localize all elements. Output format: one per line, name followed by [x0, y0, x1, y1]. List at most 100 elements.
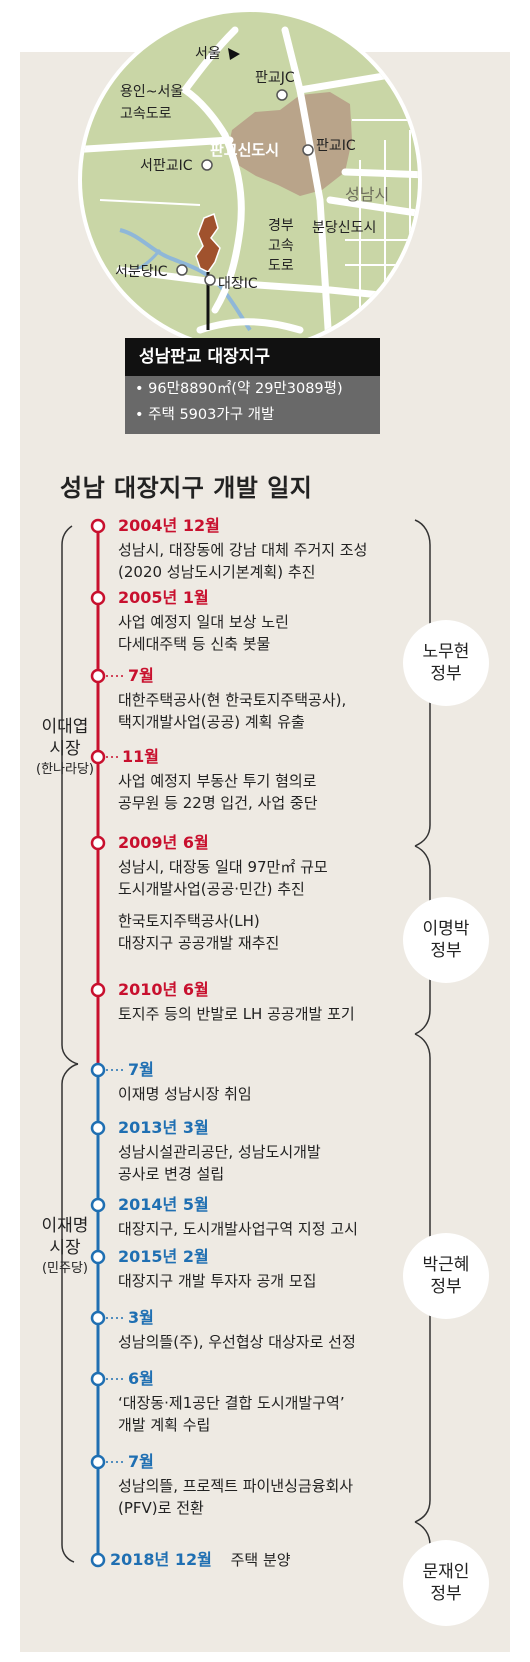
marker-2015-03 [90, 1310, 106, 1326]
event-2010-06: 2010년 6월 토지주 등의 반발로 LH 공공개발 포기 [118, 980, 355, 1024]
marker-2005-01 [90, 590, 106, 606]
district-info-box: 성남판교 대장지구 • 96만8890㎡(약 29만3089평) • 주택 59… [125, 338, 380, 434]
date-leaders [106, 675, 124, 1463]
gov-1-line2: 정부 [430, 664, 462, 684]
marker-2004-12 [90, 518, 106, 534]
mayor-lee-jaemyung: 이재명 시장 (민주당) [20, 1215, 110, 1279]
event-2004-12: 2004년 12월 성남시, 대장동에 강남 대체 주거지 조성 (2020 성… [118, 516, 367, 582]
gov-2-line1: 이명박 [422, 919, 470, 939]
event-desc: 토지주 등의 반발로 LH 공공개발 포기 [118, 1005, 355, 1023]
event-2014-05: 2014년 5월 대장지구, 도시개발사업구역 지정 고시 [118, 1195, 358, 1239]
event-2005-11: 11월 사업 예정지 부동산 투기 혐의로 공무원 등 22명 입건, 사업 중… [118, 747, 318, 813]
event-date: 7월 [128, 666, 154, 685]
district-area-text: 96만8890㎡(약 29만3089평) [148, 381, 343, 397]
event-2010-07: 7월 이재명 성남시장 취임 [118, 1060, 252, 1104]
event-date: 11월 [122, 747, 159, 766]
event-desc: 공무원 등 22명 입건, 사업 중단 [118, 794, 318, 812]
gov-1-line1: 노무현 [422, 642, 470, 662]
event-date: 2013년 3월 [118, 1118, 209, 1137]
event-2018-12: 2018년 12월 주택 분양 [110, 1550, 291, 1570]
pangyo-newtown-area [228, 92, 352, 196]
label-seongnam: 성남시 [345, 185, 389, 204]
event-desc: 개발 계획 수립 [118, 1416, 211, 1434]
mayor-1-title: 시장 [49, 739, 81, 759]
event-desc-extra: 한국토지주택공사(LH) [118, 912, 260, 930]
mayor-2-name: 이재명 [41, 1216, 89, 1236]
event-date: 2009년 6월 [118, 833, 209, 852]
stream [119, 228, 252, 332]
event-desc: 사업 예정지 부동산 투기 혐의로 [118, 772, 317, 790]
event-desc: 이재명 성남시장 취임 [118, 1085, 252, 1103]
label-pangyo-ic: 판교IC [316, 138, 356, 154]
label-gyeongbu-2: 고속 [268, 238, 294, 254]
event-date: 6월 [128, 1369, 154, 1388]
label-expressway: 고속도로 [120, 106, 172, 122]
event-desc: 성남시, 대장동 일대 97만㎡ 규모 [118, 858, 328, 876]
event-2009-06: 2009년 6월 성남시, 대장동 일대 97만㎡ 규모 도시개발사업(공공·민… [118, 833, 328, 953]
event-date: 2018년 12월 [110, 1550, 212, 1569]
mayor-2-party: (민주당) [41, 1261, 89, 1276]
event-desc: 성남시, 대장동에 강남 대체 주거지 조성 [118, 541, 368, 559]
district-title: 성남판교 대장지구 [125, 338, 380, 376]
marker-2015-07 [90, 1454, 106, 1470]
event-date: 3월 [128, 1308, 154, 1327]
district-area: • 96만8890㎡(약 29만3089평) [135, 381, 343, 397]
event-2005-07: 7월 대한주택공사(현 한국토지주택공사), 택지개발사업(공공) 계획 유출 [118, 666, 346, 732]
event-desc: 택지개발사업(공공) 계획 유출 [118, 713, 305, 731]
marker-2014-05 [90, 1197, 106, 1213]
event-2015-06: 6월 ‘대장동·제1공단 결합 도시개발구역’ 개발 계획 수립 [118, 1369, 345, 1435]
event-desc: 성남의뜰(주), 우선협상 대상자로 선정 [118, 1333, 356, 1351]
event-2015-07: 7월 성남의뜰, 프로젝트 파이낸싱금융회사 (PFV)로 전환 [118, 1452, 353, 1518]
ic-markers [176, 89, 314, 286]
gov-2-line2: 정부 [430, 941, 462, 961]
mayor-1-name: 이대엽 [41, 717, 89, 737]
location-map: 서울 판교JC 용인~서울 고속도로 판교신도시 판교IC 서판교IC 성남시 … [78, 8, 422, 352]
event-desc: ‘대장동·제1공단 결합 도시개발구역’ [118, 1394, 345, 1412]
mayor-2-title: 시장 [49, 1238, 81, 1258]
district-housing-text: 주택 5903가구 개발 [148, 407, 275, 423]
mayor-bracket-1 [61, 525, 79, 1065]
event-desc: 공사로 변경 설립 [118, 1165, 225, 1183]
mayor-1-party: (한나라당) [36, 762, 94, 777]
label-seoul: 서울 [195, 46, 221, 62]
event-date: 2004년 12월 [118, 516, 220, 535]
daejang-district-area [195, 212, 221, 273]
event-2015-03: 3월 성남의뜰(주), 우선협상 대상자로 선정 [118, 1308, 356, 1352]
marker-2018-12 [90, 1552, 106, 1568]
gov-3-line2: 정부 [430, 1277, 462, 1297]
seoul-arrow-icon [228, 48, 240, 60]
marker-2015-06 [90, 1371, 106, 1387]
marker-2013-03 [90, 1120, 106, 1136]
label-daejang-ic: 대장IC [218, 276, 258, 292]
gov-4-line1: 문재인 [422, 1562, 470, 1582]
label-seopangyo-ic: 서판교IC [140, 158, 193, 174]
event-date: 7월 [128, 1452, 154, 1471]
label-seobundang-ic: 서분당IC [115, 264, 168, 280]
event-desc: 대장지구, 도시개발사업구역 지정 고시 [118, 1220, 358, 1238]
event-date: 2015년 2월 [118, 1247, 209, 1266]
marker-2009-06 [90, 835, 106, 851]
gov-3-line1: 박근혜 [422, 1255, 470, 1275]
marker-2005-07 [90, 668, 106, 684]
label-pangyo-newtown: 판교신도시 [210, 141, 279, 159]
label-bundang-newtown: 분당신도시 [312, 220, 376, 236]
gov-4-line2: 정부 [430, 1584, 462, 1604]
event-desc: 대한주택공사(현 한국토지주택공사), [118, 691, 347, 709]
event-date: 7월 [128, 1060, 154, 1079]
event-desc: (2020 성남도시기본계획) 추진 [118, 563, 316, 581]
marker-2015-02 [90, 1249, 106, 1265]
mayor-lee-daeyeop: 이대엽 시장 (한나라당) [20, 716, 110, 780]
event-desc: 사업 예정지 일대 보상 노린 [118, 613, 289, 631]
label-gyeongbu-3: 도로 [268, 258, 294, 274]
label-gyeongbu-1: 경부 [268, 218, 294, 234]
event-desc: 도시개발사업(공공·민간) 추진 [118, 880, 305, 898]
marker-2010-06 [90, 982, 106, 998]
event-desc: 대장지구 개발 투자자 공개 모집 [118, 1272, 317, 1290]
district-housing: • 주택 5903가구 개발 [135, 407, 275, 423]
timeline-title: 성남 대장지구 개발 일지 [60, 474, 313, 502]
